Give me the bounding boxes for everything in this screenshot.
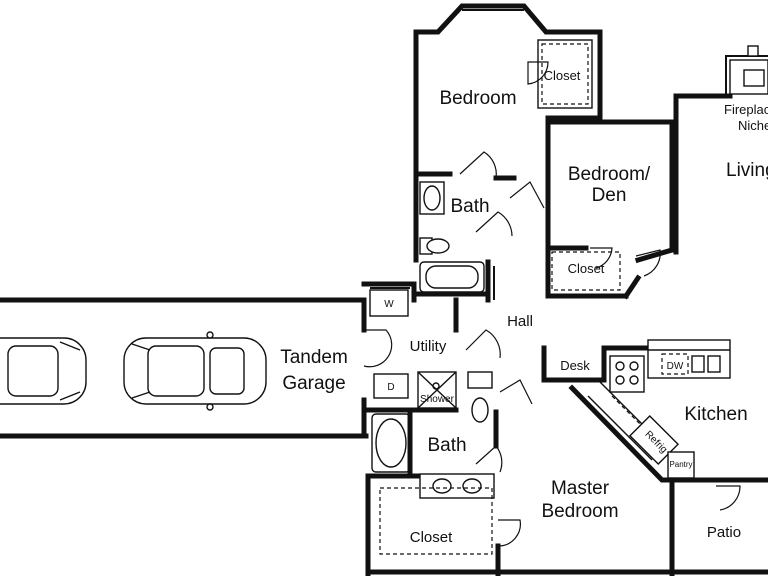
car-right (123, 331, 267, 411)
lower-bath-label: Bath (427, 435, 466, 456)
garage-walls (0, 297, 369, 439)
fireplace-label-line1: Fireplace (724, 102, 768, 117)
patio-label: Patio (707, 524, 741, 541)
kitchen-label: Kitchen (684, 404, 747, 425)
upper-bath-fixtures (413, 181, 545, 303)
closet-den-label: Closet (568, 261, 605, 276)
living-walls (673, 45, 768, 255)
fireplace-label-line2: Niche (738, 118, 768, 133)
car-left (0, 337, 87, 405)
desk-label: Desk (560, 358, 590, 373)
upper-bedroom-walls (413, 3, 603, 263)
bedroom-label: Bedroom (439, 88, 516, 109)
closet-top-label: Closet (544, 68, 581, 83)
hall-label: Hall (507, 313, 533, 330)
tandem-garage-label-line1: Tandem (280, 347, 348, 368)
closet-master-label: Closet (410, 529, 453, 546)
master-bedroom-label-line2: Bedroom (541, 501, 618, 522)
lower-bath-walls (371, 329, 533, 499)
pantry-label: Pantry (669, 460, 692, 469)
kitchen-walls (541, 339, 768, 483)
den-walls (545, 115, 676, 300)
upper-bath-label: Bath (450, 196, 489, 217)
bedroom-den-label-line2: Den (592, 185, 627, 206)
shower-label: Shower (420, 394, 455, 405)
master-bedroom-label-line1: Master (551, 478, 610, 499)
tandem-garage-label-line2: Garage (282, 373, 345, 394)
master-walls (365, 473, 768, 576)
dishwasher-label: DW (667, 361, 684, 372)
bedroom-den-label-line1: Bedroom/ (568, 164, 651, 185)
utility-walls (361, 281, 459, 413)
utility-label: Utility (410, 338, 447, 355)
washer-label: W (384, 299, 394, 310)
dryer-label: D (387, 382, 394, 393)
living-label: Living (726, 160, 768, 181)
